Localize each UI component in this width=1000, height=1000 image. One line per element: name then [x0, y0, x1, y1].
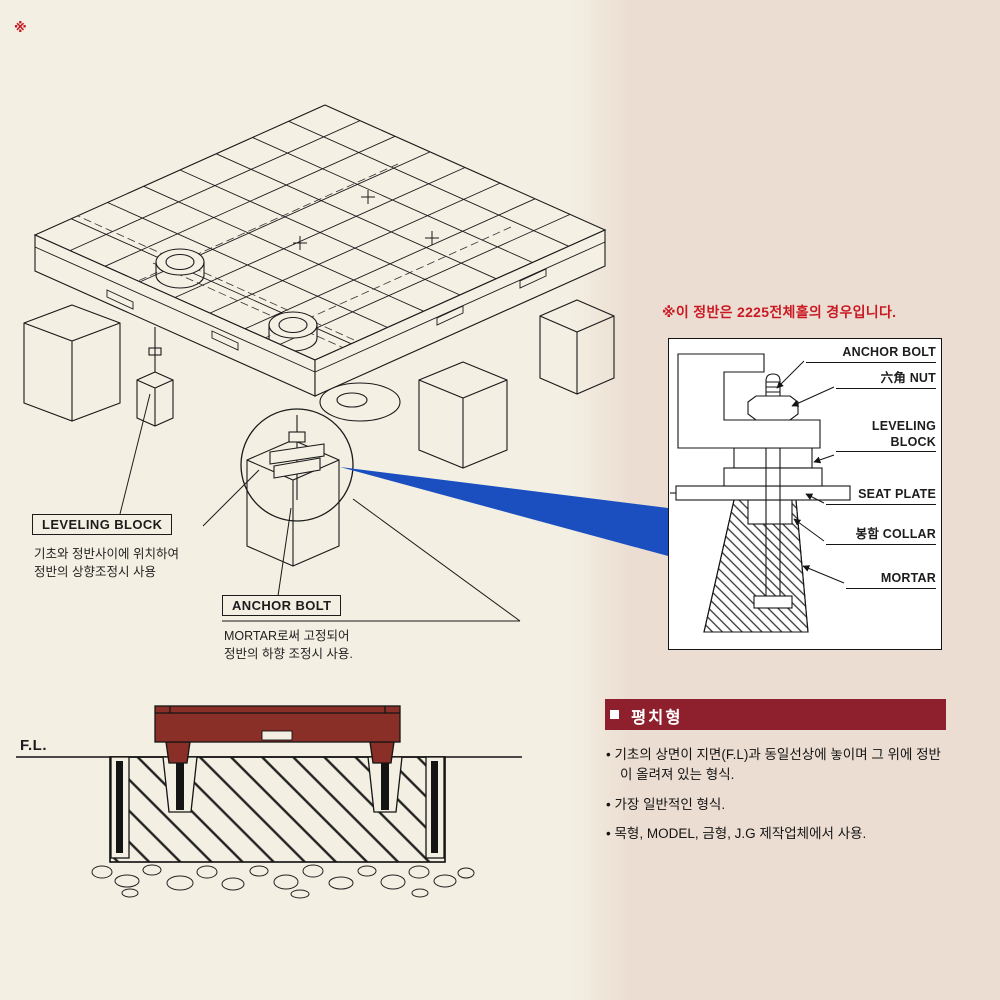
isometric-surface-plate-drawing [23, 104, 615, 622]
sparkle-glints [293, 190, 439, 250]
leveling-block-description: 기초와 정반사이에 위치하여 정반의 상향조정시 사용 [34, 547, 179, 579]
title-bullet-square [610, 710, 619, 719]
leader-lines [119, 393, 521, 622]
type-title: 평치형 [631, 709, 683, 727]
leveling-block-under-plate [136, 327, 174, 427]
list-item: • 목형, MODEL, 금형, J.G 제작업체에서 사용. [606, 825, 867, 841]
anchor-pockets [162, 756, 403, 813]
list-item: • 기초의 상면이 지면(F.L)과 동일선상에 놓이며 그 위에 정반이 올려… [606, 747, 941, 783]
page-corner-mark: ※ [14, 20, 27, 35]
leveling-block-label: LEVELING BLOCK [32, 514, 173, 535]
detail-circle-assembly [240, 408, 354, 522]
type-description-list: • 기초의 상면이 지면(F.L)과 동일선상에 놓이며 그 위에 정반이 올려… [606, 745, 950, 853]
anchor-bolt-description: MORTAR로써 고정되어 정반의 하향 조정시 사용. [224, 629, 353, 661]
callout-note: ※이 정반은 2225전체홀의 경우입니다. [662, 304, 897, 320]
callout-label-hex-nut: 六角 NUT [836, 371, 936, 389]
anchor-channel-right [425, 756, 445, 859]
elevation-drawing [16, 705, 522, 899]
anchor-channel-left [110, 756, 130, 859]
anchor-bolt-label: ANCHOR BOLT [222, 595, 342, 616]
callout-label-collar: 봉함 COLLAR [826, 527, 936, 545]
type-title-bar: 평치형 [605, 699, 946, 730]
floor-level-label: F.L. [20, 737, 47, 754]
plate-bosses [155, 248, 318, 352]
plate-top-grid [33, 104, 607, 361]
foundation-hatched [109, 756, 446, 863]
underside-rib [319, 382, 401, 422]
list-item: • 가장 일반적인 형식. [606, 796, 726, 812]
callout-label-leveling-block: LEVELING BLOCK [836, 419, 936, 453]
callout-label-mortar: MORTAR [846, 571, 936, 589]
callout-label-seat-plate: SEAT PLATE [826, 487, 936, 505]
callout-wedge [340, 467, 668, 556]
plate-side-faces [34, 229, 606, 397]
callout-label-anchor-bolt: ANCHOR BOLT [806, 345, 936, 363]
surface-plate-elevation [154, 705, 401, 764]
plate-slot [261, 730, 293, 741]
rubble-stones [91, 864, 475, 899]
